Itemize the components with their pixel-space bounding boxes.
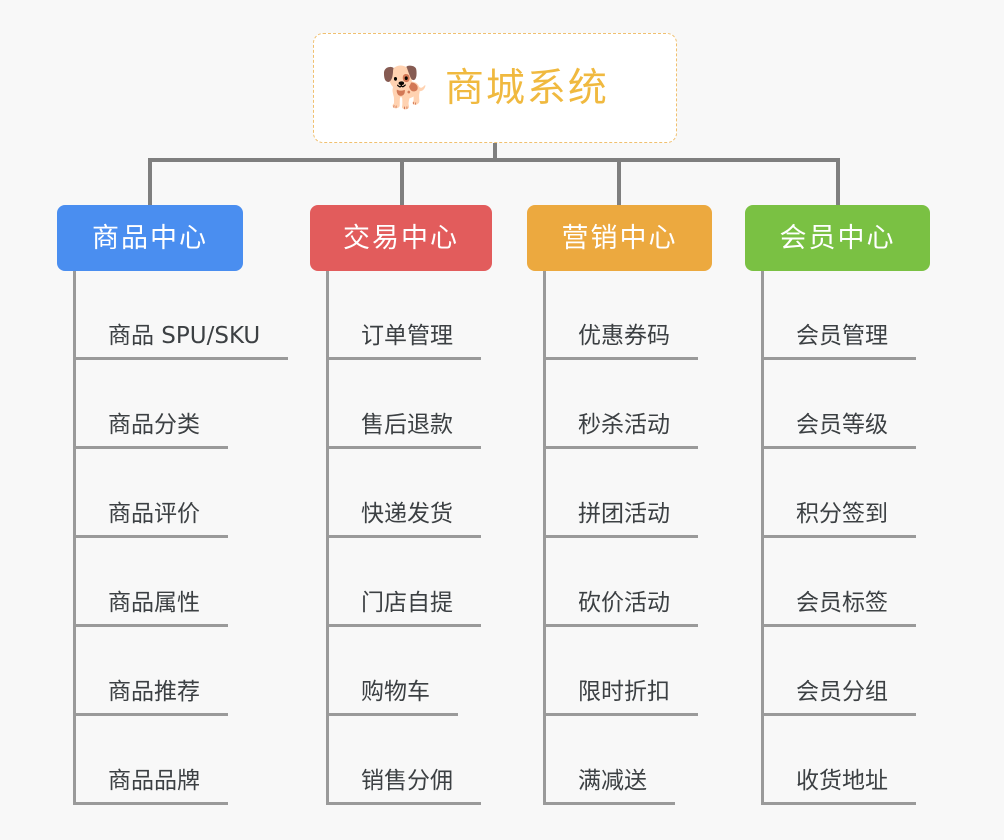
category-label-1: 商品中心 bbox=[92, 222, 208, 254]
leaf-item[interactable]: 商品分类 bbox=[73, 360, 288, 449]
leaf-label: 订单管理 bbox=[361, 323, 453, 350]
leaf-label: 商品 SPU/SKU bbox=[108, 323, 261, 350]
root-node[interactable]: 🐕 商城系统 bbox=[313, 33, 677, 143]
leaf-label: 积分签到 bbox=[796, 501, 888, 528]
leaf-label: 商品属性 bbox=[108, 590, 200, 617]
category-header-3[interactable]: 营销中心 bbox=[527, 205, 712, 271]
root-stem-connector bbox=[493, 143, 497, 162]
leaf-item[interactable]: 满减送 bbox=[543, 716, 712, 805]
leaf-spine-2 bbox=[326, 271, 329, 805]
branch-drop-connector-4 bbox=[836, 158, 840, 207]
leaf-label: 会员标签 bbox=[796, 590, 888, 617]
leaf-item[interactable]: 销售分佣 bbox=[326, 716, 492, 805]
leaf-item[interactable]: 售后退款 bbox=[326, 360, 492, 449]
root-bus-connector bbox=[148, 158, 840, 162]
leaf-list-1: 商品 SPU/SKU 商品分类 商品评价 商品属性 商品推荐 商品品牌 bbox=[73, 271, 289, 805]
category-label-3: 营销中心 bbox=[561, 222, 678, 254]
leaf-item[interactable]: 拼团活动 bbox=[543, 449, 712, 538]
leaf-item[interactable]: 优惠券码 bbox=[543, 271, 712, 360]
leaf-item[interactable]: 商品品牌 bbox=[73, 716, 288, 805]
leaf-spine-1 bbox=[73, 271, 76, 805]
leaf-label: 售后退款 bbox=[361, 412, 453, 439]
category-header-4[interactable]: 会员中心 bbox=[745, 205, 930, 271]
leaf-item[interactable]: 积分签到 bbox=[761, 449, 930, 538]
leaf-item[interactable]: 快递发货 bbox=[326, 449, 492, 538]
branch-drop-connector-1 bbox=[148, 158, 152, 207]
leaf-item[interactable]: 秒杀活动 bbox=[543, 360, 712, 449]
category-label-4: 会员中心 bbox=[779, 222, 896, 254]
leaf-item[interactable]: 商品属性 bbox=[73, 538, 288, 627]
leaf-label: 秒杀活动 bbox=[578, 412, 670, 439]
branch-column-4: 会员中心 会员管理 会员等级 积分签到 会员标签 会员分组 收货地址 bbox=[745, 205, 930, 805]
leaf-label: 优惠券码 bbox=[578, 323, 670, 350]
leaf-item[interactable]: 门店自提 bbox=[326, 538, 492, 627]
leaf-label: 商品品牌 bbox=[108, 768, 200, 795]
leaf-item[interactable]: 会员等级 bbox=[761, 360, 930, 449]
category-label-2: 交易中心 bbox=[343, 222, 459, 254]
shiba-dog-face-icon: 🐕 bbox=[381, 65, 431, 111]
branch-column-3: 营销中心 优惠券码 秒杀活动 拼团活动 砍价活动 限时折扣 满减送 bbox=[527, 205, 712, 805]
branch-column-1: 商品中心 商品 SPU/SKU 商品分类 商品评价 商品属性 商品推荐 商品品牌 bbox=[57, 205, 289, 805]
leaf-item[interactable]: 收货地址 bbox=[761, 716, 930, 805]
branch-drop-connector-2 bbox=[400, 158, 404, 207]
leaf-item[interactable]: 订单管理 bbox=[326, 271, 492, 360]
leaf-spine-4 bbox=[761, 271, 764, 805]
leaf-item[interactable]: 会员分组 bbox=[761, 627, 930, 716]
leaf-list-4: 会员管理 会员等级 积分签到 会员标签 会员分组 收货地址 bbox=[761, 271, 930, 805]
leaf-label: 会员分组 bbox=[796, 679, 888, 706]
category-header-2[interactable]: 交易中心 bbox=[310, 205, 492, 271]
branch-column-2: 交易中心 订单管理 售后退款 快递发货 门店自提 购物车 销售分佣 bbox=[310, 205, 492, 805]
leaf-spine-3 bbox=[543, 271, 546, 805]
leaf-label: 满减送 bbox=[578, 768, 647, 795]
leaf-item[interactable]: 商品评价 bbox=[73, 449, 288, 538]
leaf-label: 销售分佣 bbox=[361, 768, 453, 795]
leaf-label: 会员管理 bbox=[796, 323, 888, 350]
leaf-item[interactable]: 砍价活动 bbox=[543, 538, 712, 627]
root-title: 商城系统 bbox=[444, 65, 609, 111]
leaf-list-3: 优惠券码 秒杀活动 拼团活动 砍价活动 限时折扣 满减送 bbox=[543, 271, 712, 805]
leaf-label: 商品推荐 bbox=[108, 679, 200, 706]
branch-drop-connector-3 bbox=[617, 158, 621, 207]
leaf-item[interactable]: 商品 SPU/SKU bbox=[73, 271, 289, 360]
leaf-label: 限时折扣 bbox=[578, 679, 670, 706]
leaf-label: 商品评价 bbox=[108, 501, 200, 528]
leaf-item[interactable]: 限时折扣 bbox=[543, 627, 712, 716]
leaf-label: 会员等级 bbox=[796, 412, 888, 439]
leaf-label: 拼团活动 bbox=[578, 501, 670, 528]
leaf-label: 购物车 bbox=[361, 679, 430, 706]
leaf-item[interactable]: 购物车 bbox=[326, 627, 492, 716]
leaf-label: 门店自提 bbox=[361, 590, 453, 617]
leaf-item[interactable]: 会员标签 bbox=[761, 538, 930, 627]
leaf-item[interactable]: 会员管理 bbox=[761, 271, 930, 360]
leaf-list-2: 订单管理 售后退款 快递发货 门店自提 购物车 销售分佣 bbox=[326, 271, 492, 805]
leaf-item[interactable]: 商品推荐 bbox=[73, 627, 288, 716]
leaf-label: 砍价活动 bbox=[578, 590, 670, 617]
leaf-label: 快递发货 bbox=[361, 501, 453, 528]
leaf-label: 收货地址 bbox=[796, 768, 888, 795]
category-header-1[interactable]: 商品中心 bbox=[57, 205, 243, 271]
leaf-label: 商品分类 bbox=[108, 412, 200, 439]
